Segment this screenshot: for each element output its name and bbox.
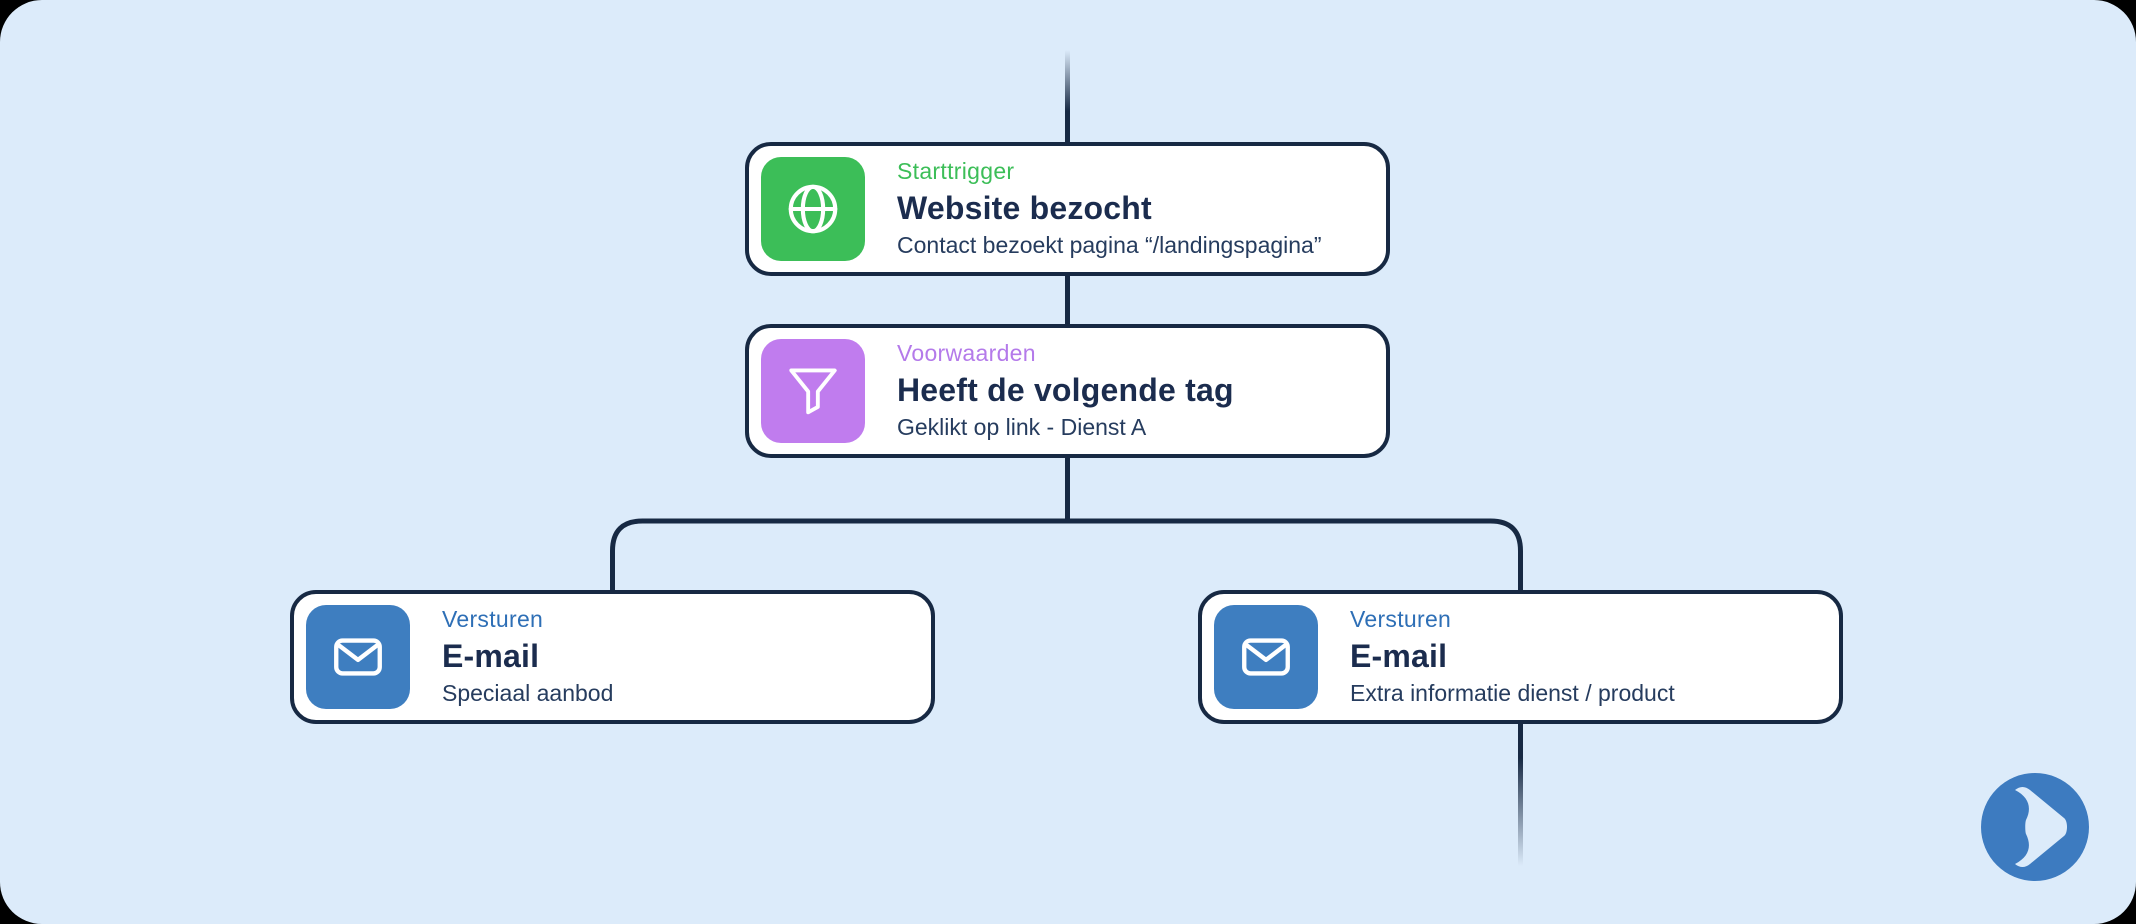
node-type-label: Versturen: [442, 606, 544, 633]
node-type-label: Versturen: [1350, 606, 1452, 633]
node-text-block: Starttrigger Website bezocht Contact bez…: [897, 158, 1322, 259]
node-text-block: Versturen E-mail Extra informatie dienst…: [1350, 606, 1675, 707]
node-text-block: Versturen E-mail Speciaal aanbod: [442, 606, 614, 707]
flow-node-email-special-offer[interactable]: Versturen E-mail Speciaal aanbod: [290, 590, 935, 724]
node-title: E-mail: [1350, 637, 1448, 674]
node-icon-tile: [761, 157, 865, 261]
mail-icon: [1242, 638, 1290, 676]
node-title: E-mail: [442, 637, 540, 674]
edge-branch: [610, 518, 1523, 592]
node-title: Website bezocht: [897, 189, 1152, 226]
mail-icon: [334, 638, 382, 676]
node-subtitle: Contact bezoekt pagina “/landingspagina”: [897, 232, 1322, 259]
flow-node-email-extra-info[interactable]: Versturen E-mail Extra informatie dienst…: [1198, 590, 1843, 724]
node-subtitle: Extra informatie dienst / product: [1350, 680, 1675, 707]
node-text-block: Voorwaarden Heeft de volgende tag Geklik…: [897, 340, 1234, 441]
flow-node-starttrigger[interactable]: Starttrigger Website bezocht Contact bez…: [745, 142, 1390, 276]
globe-icon: [788, 184, 838, 234]
brand-logo-button[interactable]: [1981, 773, 2089, 881]
node-icon-tile: [761, 339, 865, 443]
node-subtitle: Speciaal aanbod: [442, 680, 614, 707]
filter-icon: [789, 368, 837, 415]
node-type-label: Starttrigger: [897, 158, 1015, 185]
flow-node-condition[interactable]: Voorwaarden Heeft de volgende tag Geklik…: [745, 324, 1390, 458]
arrow-logo-icon: [2015, 787, 2067, 867]
node-title: Heeft de volgende tag: [897, 371, 1234, 408]
node-type-label: Voorwaarden: [897, 340, 1036, 367]
node-icon-tile: [306, 605, 410, 709]
node-icon-tile: [1214, 605, 1318, 709]
node-subtitle: Geklikt op link - Dienst A: [897, 414, 1147, 441]
